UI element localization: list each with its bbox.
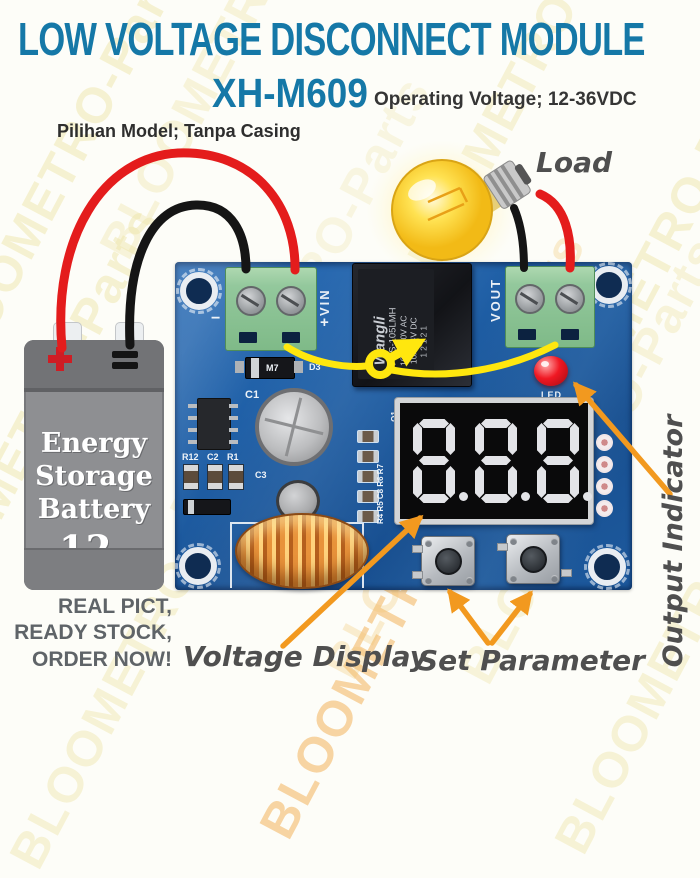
c1-silkscreen: C1: [245, 389, 260, 401]
set-parameter-label: Set Parameter: [418, 644, 645, 677]
bulb-wire-red: [535, 189, 575, 273]
battery-illustration: Energy Storage Battery 12-36V: [24, 320, 164, 590]
relay-code: 12121: [417, 323, 428, 358]
promo-line: READY STOCK,: [14, 621, 172, 645]
led-silkscreen: LED: [541, 390, 562, 400]
diode-marking: M7: [266, 363, 279, 373]
variant-note: Pilihan Model; Tanpa Casing: [57, 121, 301, 141]
output-led: [534, 356, 568, 386]
r1-silkscreen: R1: [227, 452, 239, 462]
bulb-wire-black: [510, 204, 528, 272]
smd-component: [357, 490, 379, 503]
output-terminal-block: [505, 266, 595, 348]
smd-component: [357, 450, 379, 463]
display-digit: [474, 419, 530, 503]
solder-pad: [596, 500, 613, 517]
arrow-set-parameter-right: [489, 590, 533, 646]
relay-brand: Wangli: [371, 316, 389, 366]
smd-component: [357, 430, 379, 443]
display-digit: [412, 419, 468, 503]
plus-silkscreen: +: [320, 314, 329, 331]
battery-top-band: [24, 340, 164, 392]
set-button-2: [497, 534, 572, 584]
page-title: LOW VOLTAGE DISCONNECT MODULE: [18, 13, 645, 65]
voltage-display-label: Voltage Display: [183, 640, 428, 673]
solder-pad: [596, 434, 613, 451]
smd-component: [228, 464, 244, 490]
bulb-screw-base: [472, 160, 532, 215]
c2-silkscreen: C2: [207, 452, 219, 462]
r12-silkscreen: R12: [182, 452, 199, 462]
vout-label: VOUT: [488, 277, 503, 322]
d3-silkscreen: D3: [309, 362, 321, 372]
mounting-hole: [584, 544, 630, 590]
arrow-set-parameter-left: [447, 588, 491, 646]
ic-chip: [188, 398, 238, 450]
model-number: XH-M609: [212, 70, 368, 116]
battery-bottom-band: [24, 548, 164, 590]
resistor-row-silkscreen: R4 R5 C8 R6 R7: [376, 463, 385, 524]
toroid-inductor: [235, 513, 369, 589]
load-label: Load: [536, 146, 613, 179]
promo-line: REAL PICT,: [58, 595, 172, 618]
smd-component: [183, 464, 199, 490]
battery-body: Energy Storage Battery 12-36V: [24, 340, 164, 590]
terminal-screw: [515, 284, 545, 314]
c3-silkscreen: C3: [255, 470, 267, 480]
mounting-hole: [176, 268, 222, 314]
battery-text-line: Storage: [35, 460, 153, 492]
display-digit: [536, 419, 592, 503]
minus-silkscreen: −: [211, 310, 221, 327]
mounting-hole: [175, 543, 221, 589]
smd-component: [207, 464, 223, 490]
set-button-1: [412, 536, 475, 586]
small-diode: [183, 499, 231, 515]
solder-pad: [596, 478, 613, 495]
smd-component: [357, 470, 379, 483]
operating-voltage-text: Operating Voltage; 12-36VDC: [374, 89, 637, 110]
output-indicator-label: Output Indicator: [658, 414, 689, 668]
capacitor-c1: [255, 388, 333, 466]
promo-text: REAL PICT, READY STOCK, ORDER NOW!: [8, 594, 172, 673]
relay: Wangli NT8-S-105LMH 10A 250V AC 10A 14V …: [352, 263, 472, 387]
seven-segment-display: [395, 398, 593, 524]
solder-pad: [596, 456, 613, 473]
pcb-module: VIN + − Wangli NT8-S-105LMH 10A 250V AC …: [175, 262, 632, 590]
terminal-screw: [276, 286, 306, 316]
relay-text: Wangli NT8-S-105LMH 10A 250V AC 10A 14V …: [371, 282, 428, 400]
terminal-screw: [236, 286, 266, 316]
promo-line: ORDER NOW!: [32, 647, 172, 671]
terminal-screw: [555, 284, 585, 314]
diode-d3: M7: [245, 357, 295, 379]
input-terminal-block: [225, 267, 317, 351]
battery-text-line: Energy: [40, 428, 148, 459]
vin-label: VIN: [317, 288, 332, 316]
mounting-hole: [586, 262, 632, 308]
battery-text-line: Battery: [37, 493, 151, 525]
